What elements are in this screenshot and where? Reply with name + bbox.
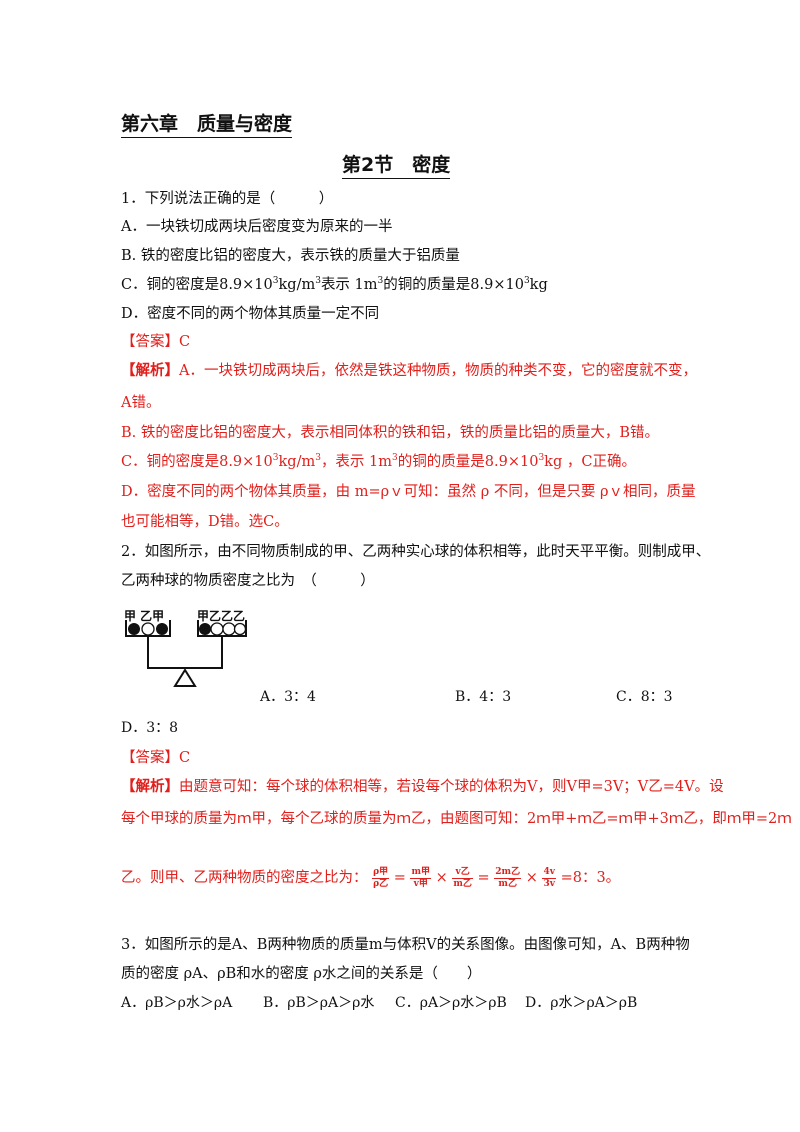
q2-answer: 【答案】C bbox=[121, 750, 191, 766]
q2-option-d: D．3：8 bbox=[121, 720, 179, 736]
q1-option-b: B. 铁的密度比铝的密度大，表示铁的质量大于铝质量 bbox=[121, 248, 460, 264]
q3-stem-2: 质的密度 ρA、ρB和水的密度 ρ水之间的关系是（ ） bbox=[121, 966, 482, 982]
q1-analysis-1: 【解析】A．一块铁切成两块后，依然是铁这种物质，物质的种类不变，它的密度就不变， bbox=[121, 362, 697, 379]
balance-figure bbox=[125, 620, 247, 687]
q3-stem-1: 3．如图所示的是A、B两种物质的质量m与体积V的关系图像。由图像可知，A、B两种… bbox=[121, 937, 690, 953]
q1-option-d: D．密度不同的两个物体其质量一定不同 bbox=[121, 306, 380, 322]
q2-option-a: A．3：4 bbox=[260, 689, 316, 705]
right-ball-yi-1 bbox=[210, 622, 224, 636]
q3-option-c: C．ρA＞ρ水＞ρB bbox=[395, 995, 507, 1011]
q1-answer: 【答案】C bbox=[121, 334, 191, 350]
q2-analysis-1: 【解析】由题意可知：每个球的体积相等，若设每个球的体积为V，则V甲=3V；V乙=… bbox=[121, 778, 724, 795]
q3-option-a: A．ρB＞ρ水＞ρA bbox=[121, 995, 233, 1011]
q1-analysis-2: A错。 bbox=[121, 395, 161, 411]
q1-analysis-6: 也可能相等，D错。选C。 bbox=[121, 514, 289, 530]
fulcrum bbox=[173, 668, 197, 687]
right-ball-yi-3 bbox=[233, 622, 247, 636]
q2-stem-1: 2．如图所示，由不同物质制成的甲、乙两种实心球的体积相等，此时天平平衡。则制成甲… bbox=[121, 544, 711, 560]
left-ball-jia-2 bbox=[156, 623, 168, 635]
q1-analysis-4: C．铜的密度是8.9×103kg/m3，表示 1m3的铜的质量是8.9×103k… bbox=[121, 453, 636, 470]
q3-option-d: D．ρ水＞ρA＞ρB bbox=[525, 995, 638, 1011]
right-pan-labels: 甲乙乙乙 bbox=[197, 609, 246, 623]
left-ball-jia-1 bbox=[128, 623, 140, 635]
left-ball-yi bbox=[141, 622, 155, 636]
section-title: 第2节 密度 bbox=[342, 150, 451, 179]
q2-analysis-2: 每个甲球的质量为ｍ甲，每个乙球的质量为ｍ乙，由题图可知：2ｍ甲+ｍ乙=ｍ甲+3ｍ… bbox=[121, 811, 792, 827]
right-ball-jia bbox=[199, 623, 211, 635]
q1-analysis-5: D．密度不同的两个物体其质量，由 m=ρｖ可知：虽然 ρ 不同，但是只要 ρｖ相… bbox=[121, 484, 696, 500]
chapter-title: 第六章 质量与密度 bbox=[121, 109, 293, 138]
left-pan-labels: 甲 乙甲 bbox=[124, 609, 165, 623]
q2-option-c: C．8：3 bbox=[616, 689, 673, 705]
q3-option-b: B．ρB＞ρA＞ρ水 bbox=[263, 995, 375, 1011]
q2-stem-2: 乙两种球的物质密度之比为 （ ） bbox=[121, 573, 375, 589]
q1-option-c: C．铜的密度是8.9×103kg/m3表示 1m3的铜的质量是8.9×103kg bbox=[121, 276, 548, 293]
q1-option-a: A．一块铁切成两块后密度变为原来的一半 bbox=[121, 219, 393, 235]
q1-analysis-3: B. 铁的密度比铝的密度大，表示相同体积的铁和铝，铁的质量比铝的质量大，B错。 bbox=[121, 425, 660, 441]
q1-stem: 1．下列说法正确的是（ ） bbox=[121, 191, 334, 207]
q2-option-b: B．4：3 bbox=[455, 689, 512, 705]
right-ball-yi-2 bbox=[222, 622, 236, 636]
